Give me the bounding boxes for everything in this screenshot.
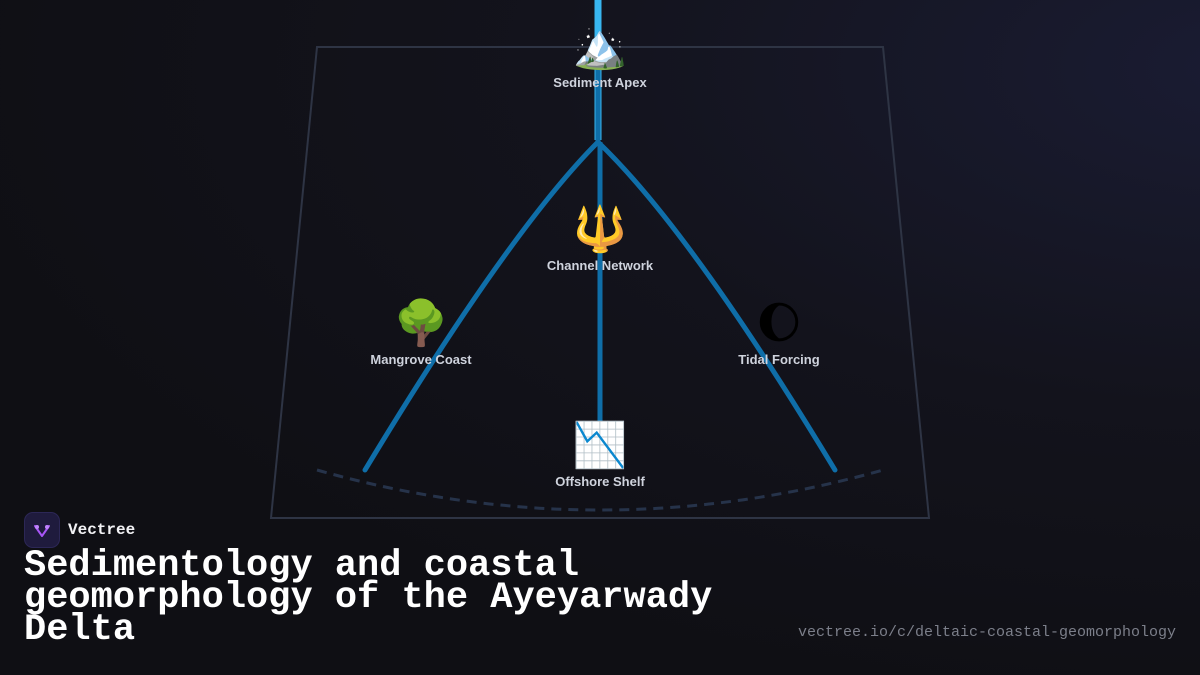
node-label: Sediment Apex [553, 75, 647, 90]
distributary-left [362, 139, 601, 473]
node-label: Tidal Forcing [738, 352, 820, 367]
node-label: Channel Network [546, 258, 654, 273]
tree-icon: 🌳 [393, 298, 449, 349]
mountain-icon: 🏔️ [572, 21, 628, 72]
node-label: Mangrove Coast [370, 352, 472, 367]
node-tidal-forcing: 🌔 Tidal Forcing [679, 298, 879, 367]
source-url[interactable]: vectree.io/c/deltaic-coastal-geomorpholo… [797, 624, 1176, 641]
node-mangrove-coast: 🌳 Mangrove Coast [321, 298, 521, 367]
trident-icon: 🔱 [572, 204, 628, 255]
chart-down-icon: 📉 [572, 420, 628, 471]
delta-frame [269, 46, 931, 519]
node-label: Offshore Shelf [555, 474, 645, 489]
node-sediment-apex: 🏔️ Sediment Apex [500, 21, 700, 90]
distributary-right [595, 139, 838, 473]
node-channel-network: 🔱 Channel Network [500, 204, 700, 273]
page-title: Sedimentology and coastal geomorphology … [24, 545, 713, 651]
brand[interactable]: Vectree [24, 512, 135, 548]
node-offshore-shelf: 📉 Offshore Shelf [500, 420, 700, 489]
moon-icon: 🌔 [756, 298, 802, 349]
brand-name: Vectree [68, 521, 136, 539]
vectree-logo-icon [24, 512, 60, 548]
